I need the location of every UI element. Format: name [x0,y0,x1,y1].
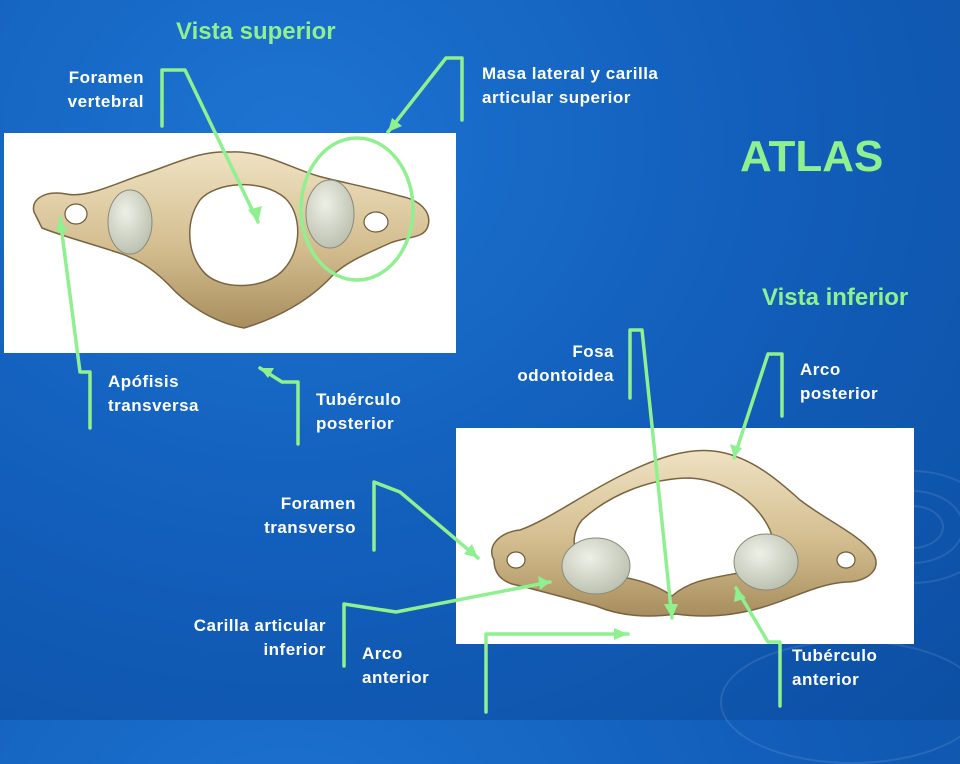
leader-apofisis-transversa [58,216,92,430]
arrowhead [56,218,68,232]
superior-view-title: Vista superior [176,18,336,45]
arrowhead [538,576,550,590]
atlas-inferior-bone [491,449,877,617]
leader-tuberculo-anterior [734,586,782,708]
leader-masa-lateral [386,56,464,134]
leader-foramen-vertebral [160,68,260,224]
label-tuberculo-anterior: Tubérculo anterior [792,646,878,689]
masa-lateral-highlight-circle [299,136,415,282]
leader-arco-posterior [732,352,784,460]
label-foramen-transverso: Foramen transverso [264,494,356,537]
leader-arco-anterior [484,632,630,714]
leader-tuberculo-posterior [258,366,300,446]
arrowhead [614,628,628,640]
label-arco-posterior: Arco posterior [800,360,879,403]
label-foramen-vertebral: Foramen vertebral [67,68,144,111]
leader-foramen-transverso [372,480,480,560]
atlas-superior-bone [32,151,430,329]
arrowhead [248,206,262,222]
label-masa-lateral: Masa lateral y carilla articular superio… [482,64,659,107]
arrowhead [464,544,478,558]
label-tuberculo-posterior: Tubérculo posterior [316,390,402,433]
leader-fosa-odontoidea [628,328,674,620]
arrowhead [730,444,742,458]
label-fosa-odontoidea: Fosa odontoidea [517,342,614,385]
arrowhead [664,604,678,618]
label-arco-anterior: Arco anterior [362,644,430,687]
inferior-view-title: Vista inferior [762,284,909,311]
label-apofisis-transversa: Apófisis transversa [108,372,200,415]
arrowhead [260,368,274,378]
arrowhead [734,588,746,602]
atlas-illustration [32,56,877,714]
label-carilla-articular-inferior: Carilla articular inferior [193,616,326,659]
leader-carilla-articular-inferior [342,580,552,668]
arrowhead [388,118,402,132]
main-title: ATLAS [740,132,884,181]
